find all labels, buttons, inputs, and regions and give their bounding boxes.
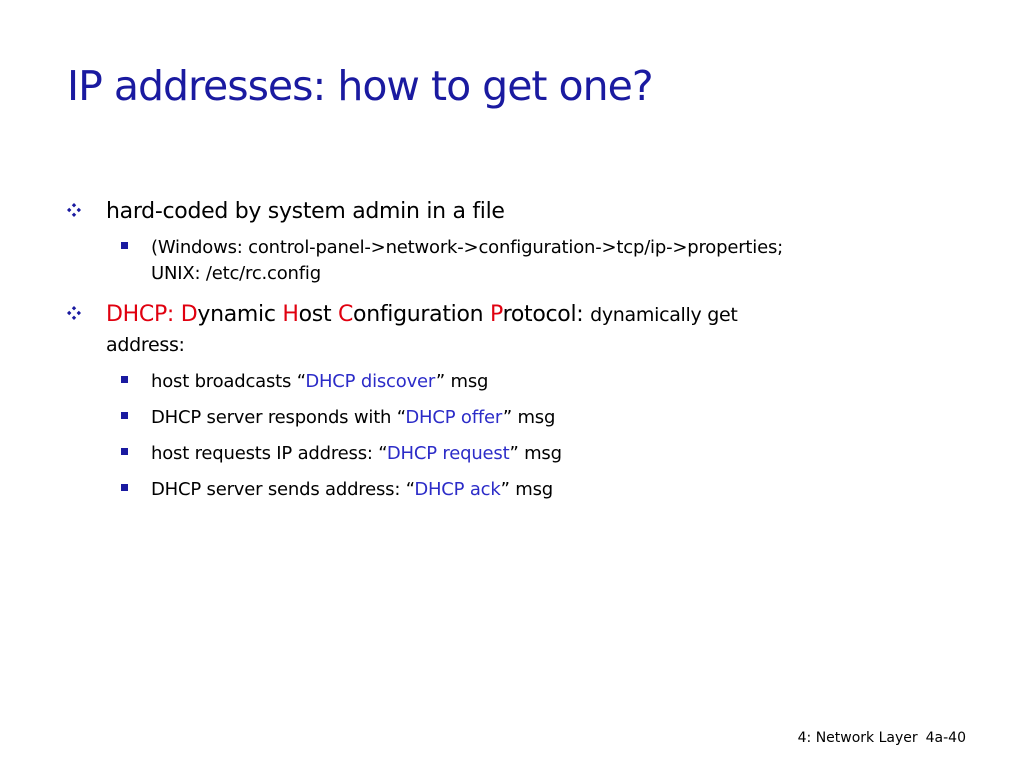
square-bullet-icon [121, 484, 128, 491]
sub-bullet-line-1: (Windows: control-panel->network->config… [151, 237, 783, 258]
dhcp-word-dynamic: ynamic [197, 302, 276, 327]
sub-bullet-text: (Windows: control-panel->network->config… [151, 235, 911, 287]
msg-suffix: ” msg [509, 443, 562, 464]
diamond-cluster-icon [67, 203, 81, 217]
msg-suffix: ” msg [435, 371, 489, 392]
dhcp-suffix-cont: address: [106, 334, 185, 356]
dhcp-letter-h: H [282, 302, 299, 327]
bullet-text: hard-coded by system admin in a file [106, 199, 505, 224]
square-bullet-icon [121, 242, 128, 249]
square-bullet-icon [121, 448, 128, 455]
sub-bullet-line-2: UNIX: /etc/rc.config [151, 263, 321, 284]
msg-prefix: host broadcasts “ [151, 371, 306, 392]
dhcp-word-host: ost [298, 302, 332, 327]
sub-bullet-text: DHCP server sends address: “DHCP ack” ms… [151, 477, 911, 503]
dhcp-letter-p: P [490, 302, 503, 327]
dhcp-acronym: DHCP: [106, 302, 175, 327]
footer-page-number: 4a-40 [925, 730, 966, 746]
msg-suffix: ” msg [502, 407, 556, 428]
msg-prefix: DHCP server responds with “ [151, 407, 406, 428]
slide-footer: 4: Network Layer 4a-40 [798, 730, 966, 746]
sub-bullet-text: DHCP server responds with “DHCP offer” m… [151, 405, 911, 431]
dhcp-suffix: dynamically get [590, 304, 738, 326]
dhcp-word-protocol: rotocol: [502, 302, 584, 327]
dhcp-offer-msg: DHCP offer [405, 407, 503, 428]
dhcp-letter-d: D [180, 302, 198, 327]
slide-title: IP addresses: how to get one? [67, 62, 654, 110]
footer-section: 4: Network Layer [797, 730, 918, 746]
msg-prefix: DHCP server sends address: “ [151, 479, 415, 500]
sub-bullet-text: host broadcasts “DHCP discover” msg [151, 369, 911, 395]
dhcp-ack-msg: DHCP ack [414, 479, 501, 500]
square-bullet-icon [121, 412, 128, 419]
dhcp-letter-c: C [337, 302, 354, 327]
dhcp-word-configuration: onfiguration [353, 302, 484, 327]
msg-suffix: ” msg [500, 479, 554, 500]
msg-prefix: host requests IP address: “ [151, 443, 387, 464]
dhcp-discover-msg: DHCP discover [305, 371, 436, 392]
bullet-text: DHCP: Dynamic Host Configuration Protoco… [106, 300, 906, 360]
diamond-cluster-icon [67, 306, 81, 320]
sub-bullet-text: host requests IP address: “DHCP request”… [151, 441, 911, 467]
square-bullet-icon [121, 376, 128, 383]
dhcp-request-msg: DHCP request [386, 443, 510, 464]
